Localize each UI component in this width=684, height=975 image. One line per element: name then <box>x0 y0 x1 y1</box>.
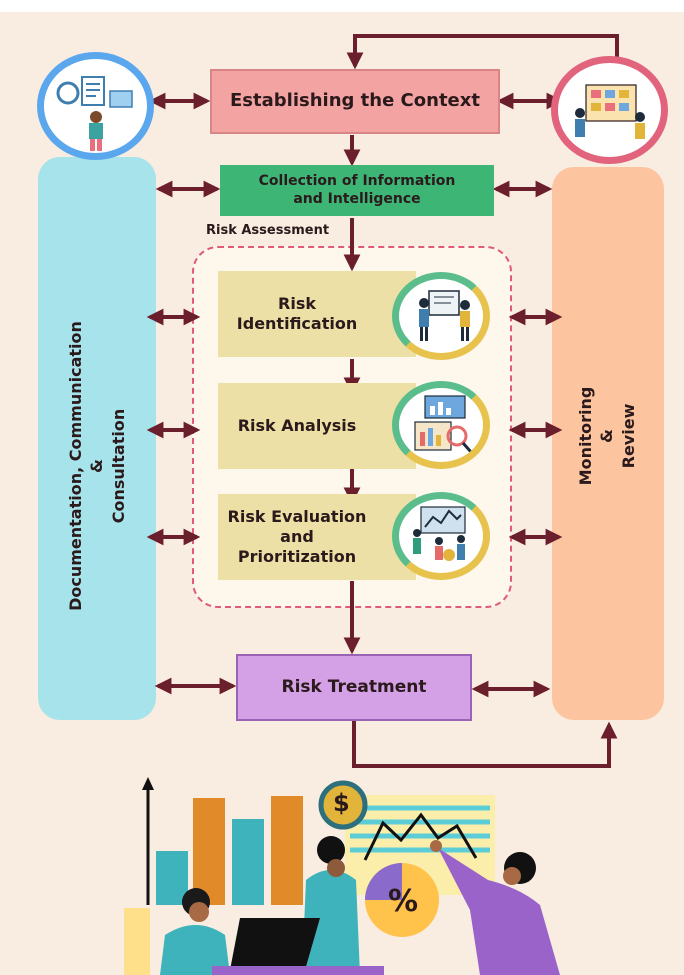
dollar-symbol: $ <box>333 789 350 817</box>
collection-label-line1: Collection of Information <box>258 173 456 189</box>
risk-identification-line2: Identification <box>236 314 358 333</box>
establishing-context-box: Establishing the Context <box>210 69 500 134</box>
risk-treatment-box: Risk Treatment <box>236 654 472 721</box>
percent-symbol: % <box>388 884 419 919</box>
monitoring-panel <box>552 167 664 720</box>
risk-analysis-box: Risk Analysis <box>218 383 416 469</box>
evaluation-team-icon <box>392 492 490 580</box>
risk-analysis-label: Risk Analysis <box>237 416 357 435</box>
risk-evaluation-line1: Risk Evaluation <box>227 507 367 526</box>
documentation-panel <box>38 157 156 720</box>
risk-evaluation-line3: Prioritization <box>237 547 357 566</box>
risk-treatment-label: Risk Treatment <box>281 676 427 697</box>
establishing-context-label: Establishing the Context <box>230 90 480 112</box>
risk-identification-box: Risk Identification <box>218 271 416 357</box>
team-board-icon <box>551 56 668 164</box>
planning-person-icon <box>37 52 154 160</box>
analysis-dashboard-icon <box>392 381 490 469</box>
collection-box: Collection of Information and Intelligen… <box>220 165 494 216</box>
risk-identification-line1: Risk <box>278 294 316 313</box>
collection-label-line2: and Intelligence <box>293 190 421 207</box>
risk-evaluation-line2: and <box>280 527 314 546</box>
risk-evaluation-box: Risk Evaluation and Prioritization <box>218 494 416 580</box>
identification-people-icon <box>392 272 490 360</box>
risk-assessment-label: Risk Assessment <box>206 223 330 238</box>
